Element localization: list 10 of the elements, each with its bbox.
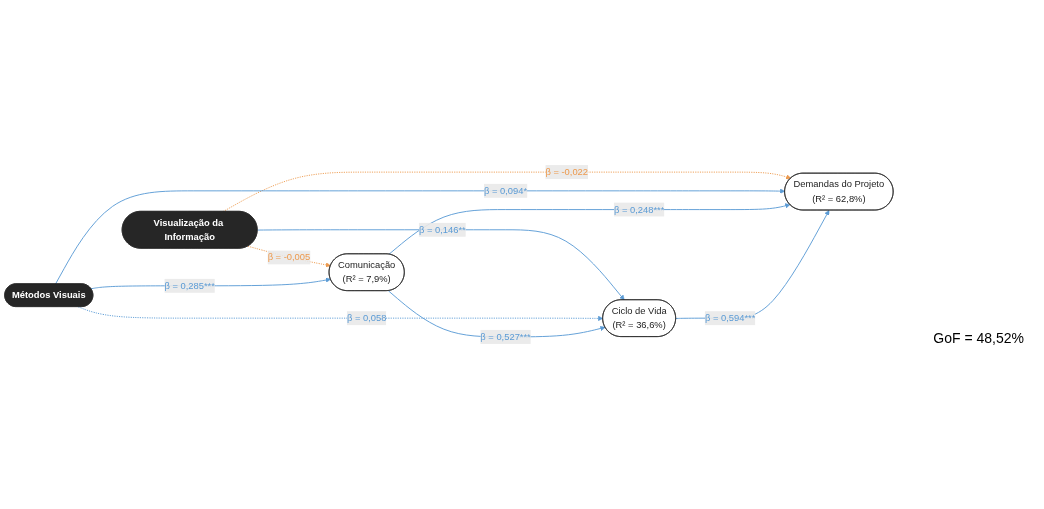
edge-label: β = 0,527*** — [480, 331, 531, 342]
edge-label: β = 0,248*** — [613, 204, 665, 215]
edge-label: β = 0,594*** — [704, 312, 756, 323]
edge-label: β = 0,094* — [483, 185, 528, 196]
edge-label: β = 0,058 — [346, 312, 387, 323]
edge-label: β = 0,146** — [418, 224, 466, 235]
edge-label: β = 0,285*** — [164, 280, 215, 291]
fit-statistic: GoF = 48,52% — [933, 330, 1024, 346]
edge-label: β = -0,005 — [267, 252, 311, 263]
edge-label: β = -0,022 — [545, 166, 589, 177]
